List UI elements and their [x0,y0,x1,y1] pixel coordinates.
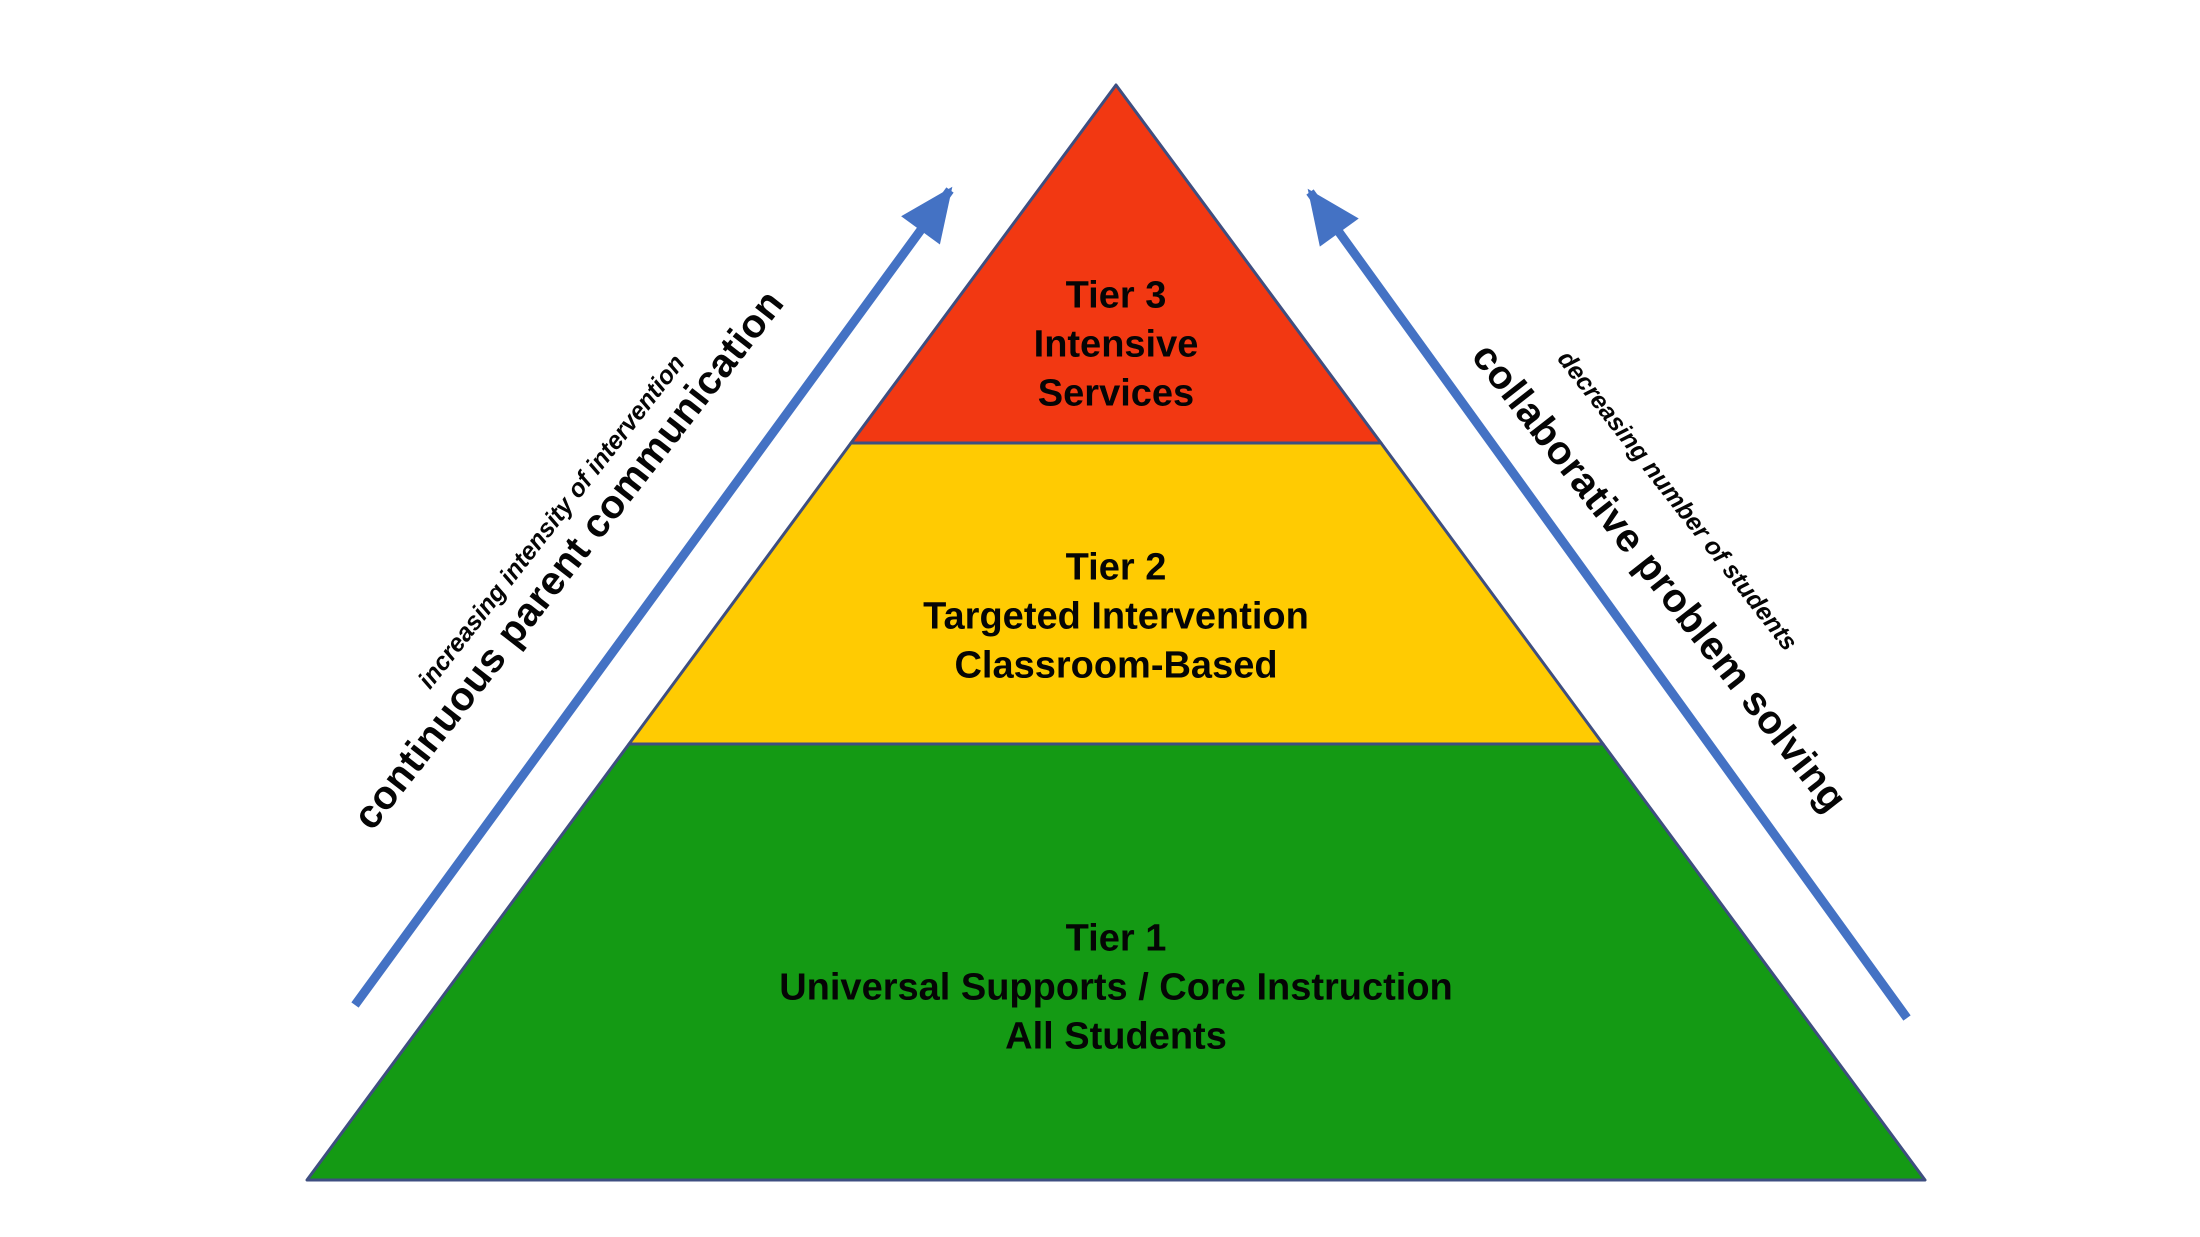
tier-3-label-line-1: Tier 3 [1065,274,1167,317]
tier-1-label-line-2: Universal Supports / Core Instruction [779,966,1453,1009]
tier-2-label-line-2: Targeted Intervention [923,595,1309,638]
tier-3-label-line-3: Services [1037,372,1195,415]
tier-2-label-line-1: Tier 2 [1065,546,1167,589]
tier-3-shape [849,83,1383,445]
tier-2-label: Tier 2 Targeted Intervention Classroom-B… [923,544,1309,691]
tier-1-label-line-3: All Students [1005,1015,1227,1058]
tier-1-label: Tier 1 Universal Supports / Core Instruc… [779,915,1453,1062]
left-arrow [351,186,954,1008]
tier-1-label-line-1: Tier 1 [1065,917,1167,960]
tier-2-label-line-3: Classroom-Based [954,644,1278,687]
right-arrow [1306,188,1911,1021]
tier-3-label-line-2: Intensive [1033,323,1199,366]
tier-3-label: Tier 3 Intensive Services [1034,272,1199,419]
